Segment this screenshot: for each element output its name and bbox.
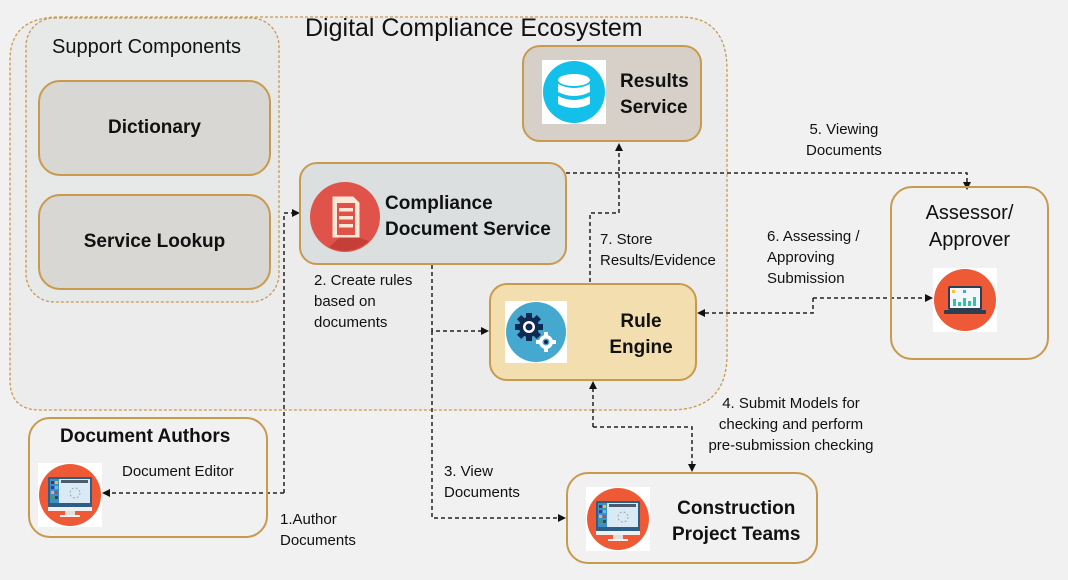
flow-7-line1: 7. Store <box>600 231 653 248</box>
flow-6-line1: 6. Assessing / <box>767 228 860 245</box>
ecosystem-title: Digital Compliance Ecosystem <box>305 14 643 42</box>
support-components-title: Support Components <box>52 36 242 58</box>
flow-1-line2: Documents <box>280 532 356 549</box>
flow-3-label: 3. View Documents <box>444 461 520 503</box>
flow-2-line1: 2. Create rules <box>314 272 413 289</box>
flow-6-connector <box>697 298 814 317</box>
compliance-document-service-box[interactable]: Compliance Document Service <box>299 162 567 265</box>
assessor-line2: Approver <box>928 229 1011 251</box>
flow-1-line1: 1.Author <box>280 511 337 528</box>
flow-2-label: 2. Create rules based on documents <box>314 270 412 333</box>
service-lookup-label: Service Lookup <box>83 231 226 252</box>
results-service-line2: Service <box>620 97 688 118</box>
construction-line2: Project Teams <box>672 524 801 545</box>
flow-3-line2: Documents <box>444 484 520 501</box>
desktop-editor-icon <box>586 487 650 551</box>
rule-engine-line2: Engine <box>609 337 673 358</box>
document-authors-box[interactable]: Document Authors Document Editor <box>28 417 268 538</box>
results-service-line1: Results <box>620 71 689 92</box>
flow-4-label: 4. Submit Models for checking and perfor… <box>700 393 882 456</box>
flow-4-line1: 4. Submit Models for <box>722 395 860 412</box>
flow-6-line3: Submission <box>767 270 845 287</box>
dictionary-box[interactable]: Dictionary <box>38 80 271 176</box>
document-editor-label: Document Editor <box>122 463 234 480</box>
document-icon <box>309 181 381 253</box>
compliance-doc-line2: Document Service <box>385 219 551 240</box>
flow-1-label: 1.Author Documents <box>280 509 356 551</box>
construction-project-teams-box[interactable]: Construction Project Teams <box>566 472 818 564</box>
flow-5-line1: 5. Viewing <box>809 121 879 138</box>
flow-5-label: 5. Viewing Documents <box>806 119 882 161</box>
document-authors-title: Document Authors <box>60 426 231 447</box>
flow-2-line3: documents <box>314 314 388 331</box>
rule-engine-line1: Rule <box>620 311 662 332</box>
assessor-approver-box[interactable]: Assessor/ Approver <box>890 186 1049 360</box>
assessor-line1: Assessor/ <box>925 202 1014 224</box>
flow-4-connector-b <box>593 426 696 472</box>
flow-5-line2: Documents <box>806 142 882 159</box>
dictionary-label: Dictionary <box>108 117 201 138</box>
flow-3-line1: 3. View <box>444 463 493 480</box>
laptop-dashboard-icon <box>933 268 997 332</box>
database-icon <box>542 60 606 124</box>
desktop-editor-icon <box>38 463 102 527</box>
rule-engine-box[interactable]: Rule Engine <box>489 283 697 381</box>
flow-1-connector <box>283 209 300 493</box>
flow-2-line2: based on <box>314 293 376 310</box>
results-service-box[interactable]: Results Service <box>522 45 702 142</box>
flow-6-line2: Approving <box>767 249 835 266</box>
flow-6-label: 6. Assessing / Approving Submission <box>767 226 860 289</box>
flow-4-line2: checking and perform <box>718 416 864 433</box>
flow-7-line2: Results/Evidence <box>600 252 716 269</box>
flow-2-connector <box>431 265 489 335</box>
gears-icon <box>505 301 567 363</box>
flow-4-line3: pre-submission checking <box>708 437 874 454</box>
compliance-doc-line1: Compliance <box>385 193 493 214</box>
flow-7-label: 7. Store Results/Evidence <box>600 229 716 271</box>
construction-line1: Construction <box>677 498 796 519</box>
service-lookup-box[interactable]: Service Lookup <box>38 194 271 290</box>
